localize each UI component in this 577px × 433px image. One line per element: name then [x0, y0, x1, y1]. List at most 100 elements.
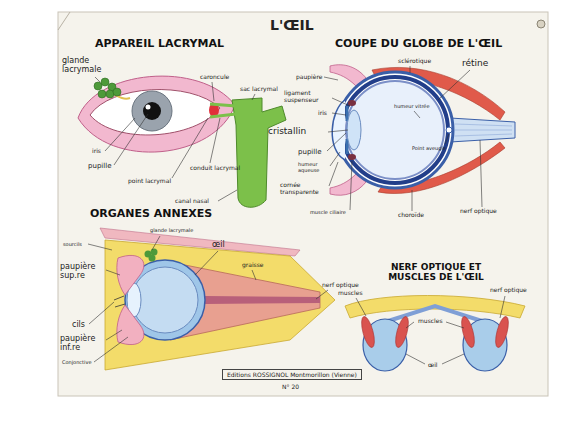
- chart-sheet: [58, 12, 548, 396]
- leader-line: [106, 330, 122, 340]
- part-label: graisse: [242, 262, 264, 269]
- part-label: Point aveugle: [412, 146, 446, 152]
- orbit-drawing: [151, 249, 158, 256]
- lacrimal-drawing: [90, 90, 220, 135]
- leader-line: [480, 140, 482, 207]
- lacrimal-drawing: [94, 82, 102, 90]
- leader-line: [210, 118, 220, 163]
- orbit-drawing: [100, 228, 335, 370]
- optic-nerve-muscles-drawing: [493, 315, 511, 348]
- leader-line: [212, 82, 214, 101]
- part-label: sourcils: [63, 242, 82, 248]
- publisher-box: Editions ROSSIGNOL Montmorillon (Vienne): [222, 369, 362, 380]
- part-label: choroïde: [398, 212, 424, 219]
- eyeball-section: [348, 100, 356, 106]
- leader-line: [106, 270, 120, 275]
- leader-line: [500, 296, 505, 318]
- section-heading: COUPE DU GLOBE DE L'ŒIL: [335, 38, 502, 51]
- leader-line: [356, 298, 366, 316]
- part-label: nerf optique: [490, 287, 527, 294]
- part-label: Conjonctive: [62, 360, 91, 366]
- orbit-drawing: [117, 255, 144, 295]
- section-heading: NERF OPTIQUE ET MUSCLES DE L'ŒIL: [380, 262, 492, 283]
- part-label: œil: [428, 362, 437, 369]
- part-label: caroncule: [200, 74, 229, 81]
- leader-line: [446, 322, 464, 328]
- part-label: iris: [92, 148, 101, 155]
- part-label: humeur vitrée: [394, 104, 430, 110]
- leader-line: [88, 244, 112, 250]
- optic-nerve-muscles-drawing: [459, 315, 477, 348]
- part-label: point lacrymal: [128, 178, 171, 185]
- publisher-text: Editions ROSSIGNOL Montmorillon (Vienne): [227, 371, 357, 378]
- part-label: sac lacrymal: [240, 86, 278, 93]
- leader-line: [328, 130, 348, 132]
- leader-line: [350, 161, 352, 210]
- part-label: œil: [212, 240, 225, 249]
- orbit-drawing: [132, 267, 198, 333]
- chart-number: N° 20: [282, 384, 299, 391]
- leader-line: [445, 134, 449, 144]
- leader-line: [332, 113, 346, 115]
- part-label: nerf optique: [460, 208, 497, 215]
- eyeball-section: [346, 81, 444, 179]
- eyeball-section: [337, 72, 453, 188]
- eyeball-section: [446, 127, 452, 133]
- leader-line: [412, 190, 413, 211]
- part-label: pupille: [88, 162, 111, 170]
- leader-line: [332, 98, 350, 106]
- leader-line: [94, 337, 128, 362]
- lacrimal-drawing: [210, 104, 236, 106]
- chart-sheet: [537, 20, 545, 28]
- leader-line: [252, 94, 255, 100]
- leader-line: [406, 322, 414, 328]
- eyeball-section: [332, 100, 345, 160]
- lacrimal-drawing: [98, 90, 106, 98]
- leader-line: [218, 190, 237, 201]
- part-label: humeur aqueuse: [298, 162, 328, 174]
- leader-line: [105, 118, 135, 151]
- lacrimal-drawing: [78, 76, 286, 207]
- eyeball-section: [450, 118, 515, 142]
- lacrimal-drawing: [146, 105, 151, 110]
- leader-line: [406, 354, 425, 364]
- lacrimal-drawing: [232, 98, 286, 207]
- leader-line: [327, 133, 346, 151]
- eyeball-section: [455, 124, 512, 136]
- orbit-drawing: [117, 305, 144, 345]
- part-label: cils: [72, 320, 85, 329]
- part-label: cornée transparente: [280, 182, 328, 196]
- eyeball-section: [347, 110, 361, 150]
- leader-line: [89, 302, 114, 324]
- part-label: canal nasal: [175, 198, 209, 205]
- part-label: muscles: [338, 290, 363, 297]
- section-heading: ORGANES ANNEXES: [90, 208, 212, 221]
- lacrimal-drawing: [210, 114, 236, 117]
- part-label: glande lacrymale: [62, 56, 110, 74]
- leader-line: [195, 251, 218, 275]
- leader-line: [324, 66, 482, 211]
- lacrimal-drawing: [101, 78, 109, 86]
- leader-line: [324, 77, 338, 80]
- part-label: pupille: [298, 148, 321, 156]
- leader-line: [114, 114, 148, 165]
- part-label: paupière inf.re: [60, 334, 104, 352]
- optic-nerve-muscles-drawing: [345, 296, 525, 372]
- part-label: iris: [318, 110, 327, 117]
- chart-sheet: [58, 12, 70, 30]
- optic-nerve-muscles-drawing: [393, 315, 411, 348]
- leader-line: [414, 111, 420, 118]
- chart-sheet: [58, 12, 548, 396]
- eyeball-section: [330, 65, 515, 196]
- leader-line: [329, 162, 338, 186]
- leader-line: [438, 70, 470, 100]
- part-label: glande lacrymale: [150, 228, 193, 234]
- lacrimal-drawing: [113, 88, 121, 96]
- leader-line: [330, 152, 340, 166]
- orbit-drawing: [205, 296, 320, 304]
- chart-title: L'ŒIL: [270, 17, 314, 33]
- leader-line: [95, 77, 100, 82]
- leader-line: [88, 236, 328, 362]
- part-label: ligament suspenseur: [284, 90, 330, 104]
